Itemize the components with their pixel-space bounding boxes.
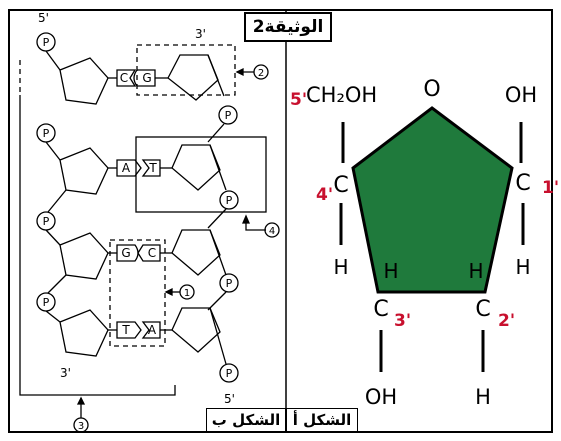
caption-figure-a: الشكل أ [286,408,358,432]
callout-circle-2 [253,64,269,80]
base-right-2-label: T [148,161,157,175]
callout-box-2 [136,44,236,96]
sugar-l3 [59,232,109,280]
base-left-4-label: T [121,323,130,337]
phosphate-l4: P [43,296,50,309]
phosphate-l1: P [43,36,50,49]
callout-4: 4 [269,226,275,237]
ch2oh-group: CH₂OH [306,83,377,107]
figure-b: 5' 3' 3' 5' P P P [19,11,280,433]
end-label-bottom-left: 3' [60,366,71,380]
base-right-4 [141,321,161,339]
arrow-3-head [76,396,86,405]
phosphate-l2: P [43,127,50,140]
number-1: 1' [542,178,559,198]
base-right-4-label: A [148,323,157,337]
base-pairs: C G A T G C T A [116,69,161,339]
sugar-l4 [59,309,109,357]
number-3: 3' [394,311,411,331]
phosphate-r1: P [225,109,232,122]
callout-box-1 [109,239,166,347]
callout-3: 3 [78,421,84,432]
callout-2: 2 [258,68,264,79]
carbon-2: C [475,297,490,322]
arrow-2-head [235,67,244,77]
number-2: 2' [498,311,515,331]
number-4: 4' [316,185,333,205]
sugar-l1 [59,57,109,105]
h-c4: H [333,255,348,279]
pentose-ring [351,106,514,294]
phosphate-l3: P [43,215,50,228]
base-right-1-label: G [142,71,151,85]
carbon-3: C [373,297,388,322]
callout-box-4 [135,136,267,213]
base-left-2 [116,159,142,177]
carbon-1: C [515,171,530,196]
base-right-3 [137,244,161,262]
h-c1: H [515,255,530,279]
base-left-1-label: C [120,71,128,85]
document-title: الوثيقة2 [244,12,332,42]
oh-c3: OH [365,385,397,409]
base-left-4 [116,321,142,339]
callout-1: 1 [184,288,190,299]
phosphate-r3: P [226,277,233,290]
base-left-1 [116,69,137,87]
right-strand: P P P P [155,54,239,383]
phosphate-r4: P [226,367,233,380]
base-right-3-label: C [148,246,156,260]
arrow-4-head [242,214,250,224]
arrow-4 [245,221,266,231]
end-label-top-left: 5' [38,11,49,25]
caption-figure-b: الشكل ب [206,408,286,432]
h-c2-bottom: H [475,385,491,409]
base-right-2 [141,159,161,177]
callout-circle-3 [73,417,89,433]
figure-a: O C 1' C 2' C 3' C 4' 5' CH₂OH H OH H H … [290,77,559,409]
carbon-4: C [333,173,348,198]
base-left-2-label: A [122,161,131,175]
base-right-1 [133,69,156,87]
sugar-r4 [171,307,221,353]
strand-bracket [19,95,176,396]
callout-circle-1 [179,284,195,300]
arrow-1-head [164,287,173,297]
oh-c1: OH [505,83,537,107]
sugar-l2 [59,147,109,195]
base-left-3-label: G [121,246,130,260]
h-c3: H [383,259,398,283]
ring-oxygen: O [423,77,440,102]
end-label-bottom-right: 5' [224,392,235,406]
callout-circle-4 [264,222,280,238]
phosphate-r2: P [226,194,233,207]
outer-frame [8,9,553,433]
h-c2: H [468,259,483,283]
end-label-top-right: 3' [195,27,206,41]
number-5: 5' [290,90,307,110]
left-strand: P P P P [36,32,117,357]
